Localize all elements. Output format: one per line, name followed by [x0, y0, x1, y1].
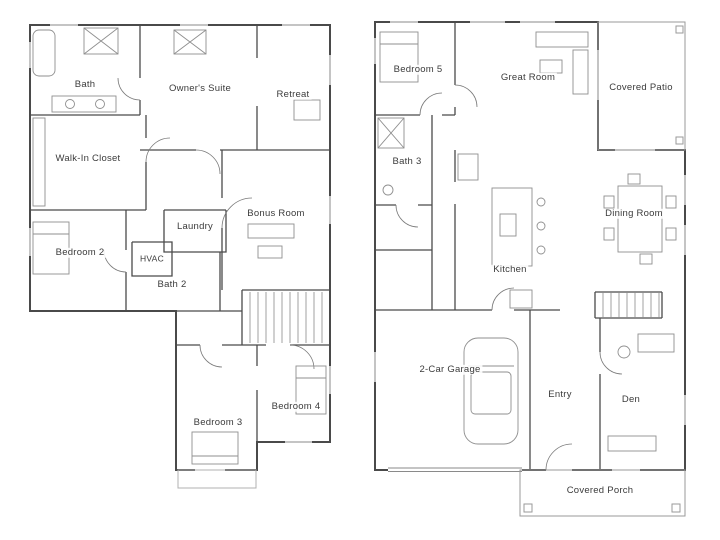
sofa-icon	[535, 31, 589, 95]
room-label-bedroom-2: Bedroom 2	[53, 246, 107, 259]
car-icon	[463, 337, 519, 445]
room-label-retreat: Retreat	[274, 88, 312, 101]
desk-icon	[637, 333, 675, 353]
room-label-bedroom-5: Bedroom 5	[391, 63, 445, 76]
kitchen-island-icon	[491, 187, 533, 267]
room-label-hvac: HVAC	[138, 253, 166, 264]
closet-shelves-icon	[32, 117, 46, 207]
fridge-icon	[457, 153, 479, 181]
room-label-covered-patio: Covered Patio	[607, 81, 675, 94]
room-label-walk-in-closet: Walk-In Closet	[53, 152, 123, 165]
room-label-bonus-room: Bonus Room	[245, 207, 307, 220]
stool-icon	[536, 197, 546, 255]
shower-icon	[377, 117, 405, 149]
room-label-laundry: Laundry	[174, 220, 216, 233]
room-label-covered-porch: Covered Porch	[564, 484, 636, 497]
room-label-bath: Bath	[72, 78, 98, 91]
double-vanity-icon	[51, 95, 117, 113]
bed-icon	[379, 31, 419, 83]
room-label-den: Den	[619, 393, 643, 406]
furniture	[377, 31, 677, 452]
room-label-great-room: Great Room	[498, 71, 558, 84]
outer-walls	[29, 24, 331, 471]
doors	[395, 84, 623, 473]
sofa-icon	[607, 435, 657, 452]
stairs-icon	[602, 292, 660, 318]
stairs-icon	[249, 292, 323, 343]
room-label-entry: Entry	[546, 388, 574, 401]
covered-porch-outline	[519, 469, 686, 517]
shower-icon	[83, 27, 119, 55]
interior-walls	[30, 25, 330, 442]
shower-icon	[173, 29, 207, 55]
room-label-garage: 2-Car Garage	[417, 363, 483, 376]
deck-outline	[177, 469, 257, 489]
room-label-bath-2: Bath 2	[155, 278, 189, 291]
toilet-icon	[382, 184, 394, 196]
bed-icon	[191, 431, 239, 465]
first-floor-plan	[372, 19, 688, 517]
garage-door	[388, 467, 522, 473]
second-floor-plan	[27, 22, 333, 489]
room-label-bedroom-4: Bedroom 4	[269, 400, 323, 413]
room-label-owners-suite: Owner's Suite	[166, 82, 234, 95]
chair-icon	[293, 99, 321, 121]
room-label-dining-room: Dining Room	[603, 207, 665, 220]
tub-icon	[32, 29, 56, 77]
table-icon	[257, 245, 283, 259]
chair-icon	[617, 345, 631, 359]
room-label-kitchen: Kitchen	[491, 263, 529, 276]
sofa-icon	[247, 223, 295, 239]
counter-icon	[509, 289, 533, 309]
room-label-bedroom-3: Bedroom 3	[191, 416, 245, 429]
room-label-bath-3: Bath 3	[390, 155, 424, 168]
bed-icon	[295, 365, 327, 415]
interior-walls	[375, 22, 663, 470]
